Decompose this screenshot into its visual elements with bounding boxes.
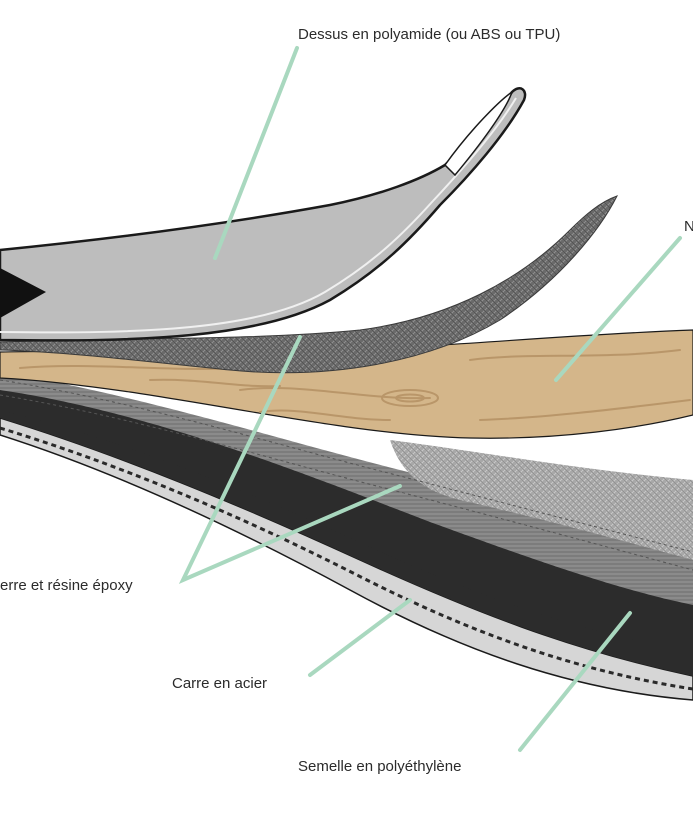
leader-fiberglass [178,335,402,584]
leader-top-sheet [213,46,299,260]
label-steel-edge: Carre en acier [172,675,268,692]
leader-lines [178,46,682,752]
label-fiberglass: erre et résine époxy [0,577,133,594]
label-base: Semelle en polyéthylène [298,758,462,775]
leader-steel-edge [308,598,412,677]
label-core: N [684,218,693,235]
base-body [0,386,693,652]
upper-fiberglass-layer [0,195,619,374]
leader-base [518,611,632,752]
top-sheet-logo-shape [0,268,46,318]
steel-edge-dashes [0,426,693,691]
top-sheet-layer [0,87,527,342]
leader-core [554,236,682,382]
lower-laminate-stripes [0,372,693,605]
base-layer [0,386,693,701]
label-top-sheet: Dessus en polyamide (ou ABS ou TPU) [298,26,561,43]
base-surface [0,408,693,676]
lower-laminate-weave [390,440,693,560]
